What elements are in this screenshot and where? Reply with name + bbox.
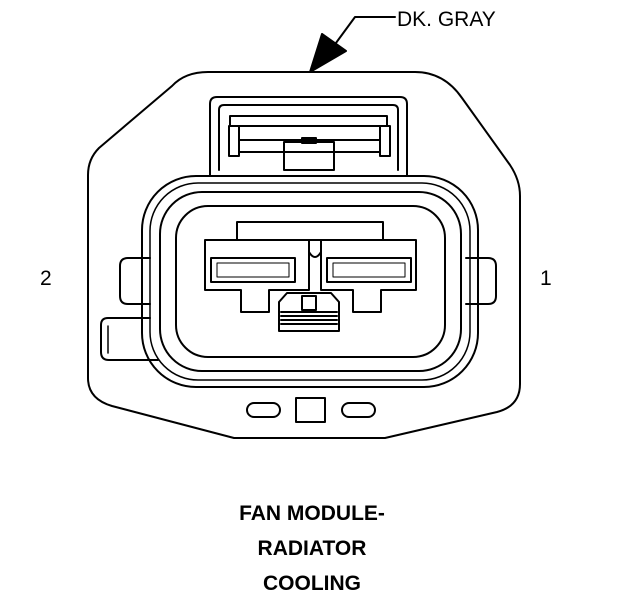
right-side-ear — [465, 257, 497, 305]
middle-seal-ring — [149, 182, 471, 381]
pin-1-label: 1 — [540, 267, 552, 290]
caption-line-2: RADIATOR — [257, 537, 367, 560]
connector-latch — [209, 96, 408, 177]
wire-color-label: DK. GRAY — [397, 8, 496, 31]
bottom-marking-center — [295, 397, 326, 423]
bottom-marking-right — [341, 402, 376, 418]
connector-outer-housing — [87, 71, 521, 439]
pin-2-terminal — [210, 257, 296, 283]
terminal-block — [204, 221, 417, 332]
bottom-marking-left — [246, 402, 281, 418]
terminal-cavity-frame — [175, 205, 446, 358]
caption-line-1: FAN MODULE- — [239, 502, 385, 525]
callout-arrow-head — [309, 33, 347, 73]
left-side-ear — [119, 257, 151, 305]
caption-line-3: COOLING — [263, 572, 361, 595]
outer-seal-ring — [141, 175, 479, 388]
color-callout-leader — [309, 16, 396, 73]
left-bottom-bracket — [100, 317, 159, 361]
inner-seal-ring — [159, 191, 462, 372]
pin-1-terminal — [326, 257, 412, 283]
pin-2-label: 2 — [40, 267, 52, 290]
